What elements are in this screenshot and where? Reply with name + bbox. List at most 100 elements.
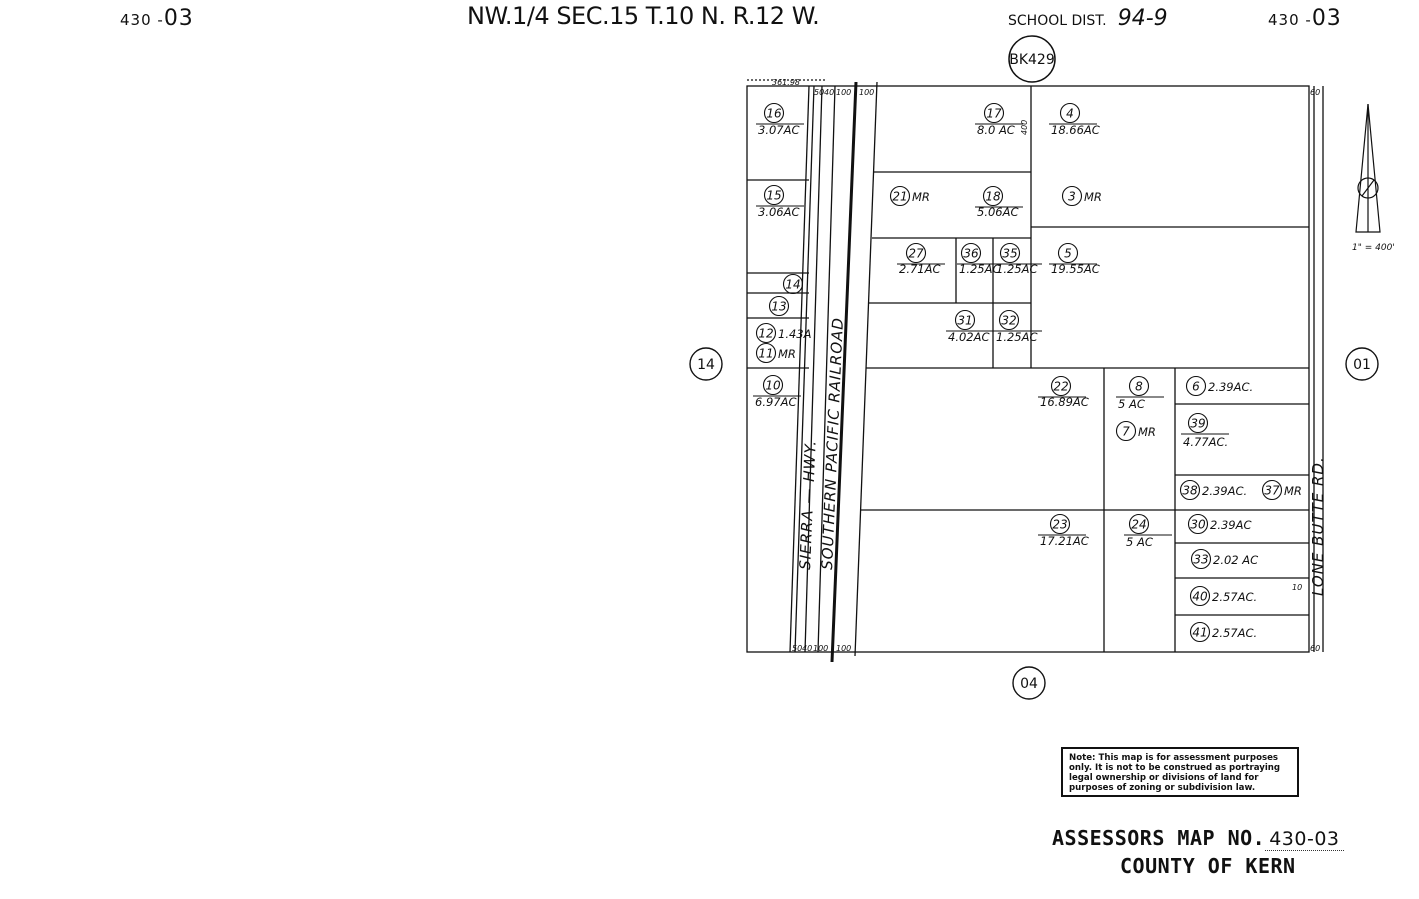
footer-county: COUNTY OF KERN [1120,854,1296,878]
parcel-circle [768,295,790,317]
parcel-area: 1.25AC [996,262,1038,276]
parcel-number: 30 [1190,518,1206,532]
school-district-value: 94-9 [1117,6,1168,31]
parcel-circle [1049,513,1071,535]
parcel-area: 2.57AC. [1212,626,1257,640]
map-footer: ASSESSORS MAP NO.430-03 COUNTY OF KERN [1052,826,1382,878]
header-code-right-prefix: 430 - [1268,11,1312,29]
book-ref: BK429 [1009,52,1055,68]
parcel-number: 32 [1001,314,1016,328]
parcel-number: 40 [1192,590,1208,604]
parcel-number: 21 [892,190,907,204]
parcel-circle [762,374,784,396]
north-arrow-icon [1355,103,1381,233]
parcel-area: 6.97AC [755,395,797,409]
parcel-number: 16 [766,107,782,121]
parcel-circle [1128,375,1150,397]
north-arrow-scale: 1" = 400' [1352,243,1395,253]
parcel-number: 22 [1053,380,1068,394]
parcel-circle [999,242,1021,264]
header-code-right: 430 -03 [1268,6,1342,31]
parcel-circle [1190,548,1212,570]
dim-east-top: 60 [1310,88,1320,97]
adjacent-south: 04 [1020,676,1038,692]
school-district-label: SCHOOL DIST. [1008,13,1107,29]
parcel-number: 41 [1192,626,1207,640]
parcel-area: 8.0 AC [977,123,1015,137]
parcel-number: 24 [1131,518,1146,532]
parcel-circle [1059,102,1081,124]
road-label-highway: SIERRA — HWY. [796,439,820,570]
parcel-circle [905,242,927,264]
parcel-number: 10 [765,379,781,393]
header-code-left: 430 -03 [120,6,194,31]
adjacent-south-circle [1012,666,1046,700]
dim-bottom-2: 100 [813,644,828,653]
adjacent-east: 01 [1353,357,1371,373]
parcel-area: 18.66AC [1051,123,1100,137]
header-code-left-prefix: 430 - [120,11,164,29]
dim-vertical-400: 400 [1020,120,1029,135]
parcel-area: 2.39AC [1210,518,1252,532]
parcel-area: 1.25AC [996,330,1038,344]
parcel-circle [983,102,1005,124]
parcel-number: 6 [1192,380,1200,394]
parcel-number: 23 [1052,518,1067,532]
parcel-area: MR [778,347,796,361]
parcel-area: MR [1284,484,1302,498]
parcel-number: 8 [1135,380,1143,394]
parcel-circle [1185,375,1207,397]
parcel-area: 2.02 AC [1213,553,1258,567]
parcel-number: 11 [758,347,773,361]
parcel-circle [755,342,777,364]
parcel-number: 5 [1064,247,1072,261]
parcel-area: 2.39AC. [1202,484,1247,498]
dim-top-0: 50 [814,88,824,97]
parcel-number: 39 [1190,417,1205,431]
school-district: SCHOOL DIST. 94-9 [1008,6,1168,31]
parcel-circle [982,185,1004,207]
dim-bottom-0: 50 [792,644,802,653]
parcel-circle [954,309,976,331]
parcel-circle [763,102,785,124]
parcel-area: MR [1138,425,1156,439]
dim-top-2: 100 [836,88,851,97]
parcel-number: 35 [1002,247,1017,261]
parcel-circle [1261,479,1283,501]
parcel-circle [763,184,785,206]
parcel-area: 4.02AC [948,330,990,344]
footer-title: ASSESSORS MAP NO. [1052,826,1266,850]
parcel-number: 4 [1066,107,1074,121]
parcel-area: MR [912,190,930,204]
parcel-area: 16.89AC [1040,395,1089,409]
parcel-area: 3.06AC [758,205,800,219]
parcel-circle [1061,185,1083,207]
parcel-area: 4.77AC. [1183,435,1228,449]
parcel-circle [782,273,804,295]
dim-top-3: 100 [859,88,874,97]
adjacent-west: 14 [697,357,715,373]
parcel-area: 2.57AC. [1212,590,1257,604]
parcel-circle [998,309,1020,331]
dim-east-bottom: 60 [1310,644,1320,653]
parcel-number: 17 [986,107,1002,121]
parcel-area: 2.71AC [899,262,941,276]
parcel-area: 19.55AC [1051,262,1100,276]
map-boundary [746,85,1310,653]
parcel-circle [1187,412,1209,434]
road-label-east: LONE BUTTE RD. [1309,456,1327,596]
footer-map-number: 430-03 [1265,828,1344,851]
dim-bottom-3: 100 [836,644,851,653]
parcel-number: 14 [785,278,800,292]
parcel-number: 31 [957,314,972,328]
parcel-circle [1057,242,1079,264]
header-code-left-suffix: 03 [163,6,194,31]
parcel-area: 1.25AC [959,262,1001,276]
parcel-number: 27 [908,247,924,261]
parcel-area: MR [1084,190,1102,204]
parcel-area: 5 AC [1126,535,1153,549]
parcel-number: 12 [758,327,773,341]
parcel-circle [1189,621,1211,643]
